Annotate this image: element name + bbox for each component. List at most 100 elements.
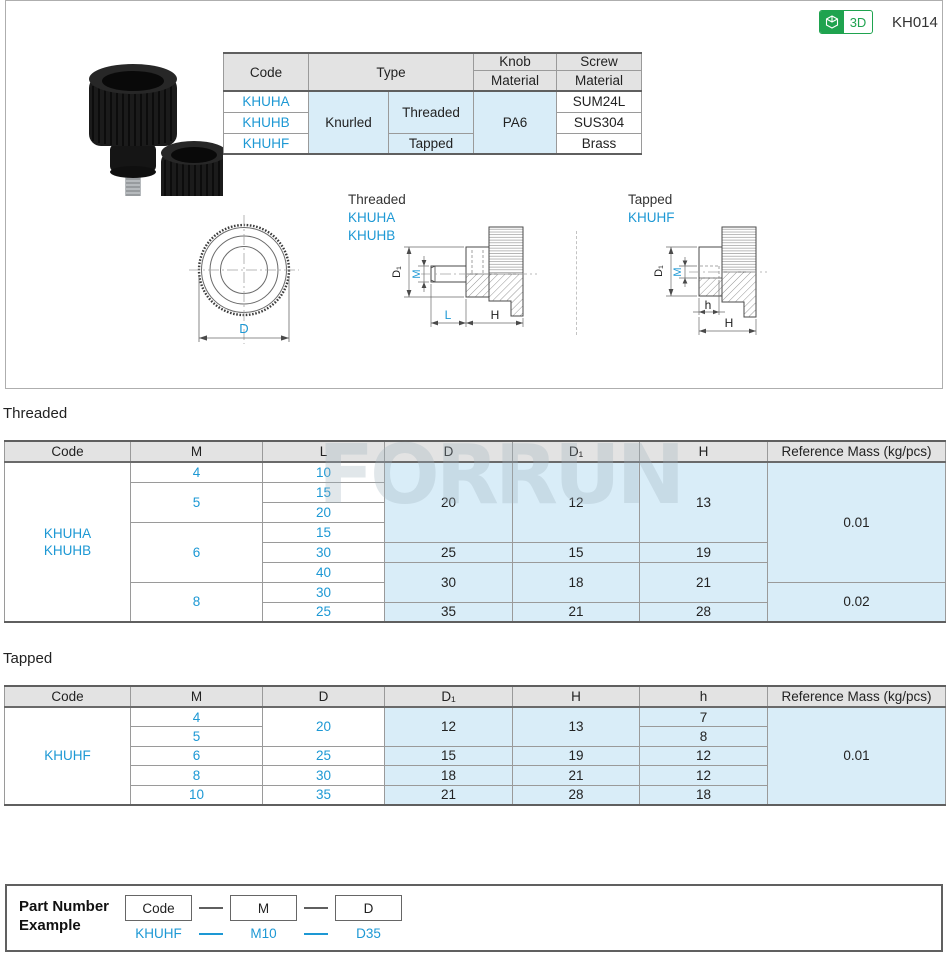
- code-khuhb[interactable]: KHUHB: [43, 543, 92, 558]
- th-code: Code: [4, 440, 131, 463]
- cell-mass: 0.02: [767, 581, 946, 623]
- top-overview-panel: 3D KH014 Code Type Knob Screw Material M…: [5, 0, 943, 389]
- tapped-side-view-drawing: D₁ M h H: [653, 226, 767, 335]
- spec-type-threaded: Threaded: [388, 90, 474, 134]
- table-row: 6 25 15 19 12: [5, 745, 946, 766]
- cell-l: 30: [262, 581, 385, 603]
- dim-label-L: L: [445, 308, 452, 322]
- cell-l: 25: [262, 601, 385, 623]
- pn-dash: [304, 907, 328, 909]
- cell-H: 13: [512, 706, 640, 747]
- tapped-code-cell[interactable]: KHUHF: [4, 706, 131, 805]
- dim-label-h: h: [705, 298, 712, 312]
- cell-d1: 21: [512, 601, 640, 623]
- table-row: 5 8: [5, 726, 946, 747]
- th-m: M: [130, 685, 263, 708]
- pn-field-m: M: [230, 895, 297, 921]
- spec-col-knob-material: Material: [473, 69, 557, 92]
- threaded-diagram-code[interactable]: KHUHB: [348, 228, 396, 243]
- th-l: L: [262, 440, 385, 463]
- cell-d: 35: [384, 601, 513, 623]
- cell-h: 8: [639, 726, 768, 747]
- front-view-drawing: D: [189, 215, 299, 344]
- spec-type-tapped: Tapped: [388, 132, 474, 155]
- spec-col-screw-material: Material: [556, 69, 642, 92]
- cell-H: 19: [639, 541, 768, 563]
- cell-l: 10: [262, 461, 385, 483]
- code-khuha[interactable]: KHUHA: [43, 526, 92, 541]
- th-d: D: [262, 685, 385, 708]
- th-d1: D₁: [384, 685, 513, 708]
- pn-value-code: KHUHF: [135, 926, 182, 941]
- cell-d: 35: [262, 784, 385, 805]
- th-mass: Reference Mass (kg/pcs): [767, 440, 946, 463]
- cell-d1: 12: [512, 461, 640, 543]
- cell-H: 21: [639, 561, 768, 603]
- table-row: 10: [5, 784, 946, 805]
- table-row: 25 35 21 28: [5, 601, 946, 623]
- cell-d1: 12: [384, 706, 513, 747]
- threaded-diagram-code[interactable]: KHUHA: [348, 210, 396, 225]
- pn-value-d: D35: [356, 926, 381, 941]
- threaded-side-view-drawing: D₁ M L H: [391, 226, 537, 327]
- spec-code-khuha[interactable]: KHUHA: [223, 90, 309, 113]
- table-row: 8 30 0.02: [5, 581, 946, 623]
- cell-h: 18: [639, 784, 768, 805]
- spec-code-khuhf[interactable]: KHUHF: [223, 132, 309, 155]
- cell-h: 7: [639, 706, 768, 727]
- pn-value-m: M10: [250, 926, 277, 941]
- spec-code-khuhb[interactable]: KHUHB: [223, 111, 309, 134]
- spec-col-screw: Screw: [556, 52, 642, 71]
- spec-col-type: Type: [308, 52, 474, 92]
- cell-h: 12: [639, 765, 768, 786]
- cell-m: 8: [130, 765, 263, 786]
- cell-d: 25: [262, 745, 385, 766]
- threaded-dimensions-table: Code M L D D₁ H Reference Mass (kg/pcs) …: [4, 440, 946, 623]
- spec-screw-material: Brass: [556, 132, 642, 155]
- spec-screw-material: SUS304: [556, 111, 642, 134]
- cell-m: 6: [130, 745, 263, 766]
- dim-label-D: D: [239, 321, 248, 336]
- cell-m: 8: [130, 581, 263, 623]
- cell-mass: 0.01: [767, 461, 946, 583]
- spec-col-knob: Knob: [473, 52, 557, 71]
- threaded-diagram-label: Threaded KHUHA KHUHB: [348, 191, 406, 245]
- view-3d-badge[interactable]: 3D: [819, 10, 873, 34]
- table-row: 8: [5, 765, 946, 786]
- cell-l: 40: [262, 561, 385, 583]
- cell-m: 4: [130, 706, 263, 727]
- cell-m: 5: [130, 726, 263, 747]
- cell-l: 20: [262, 501, 385, 523]
- dim-label-H: H: [725, 316, 734, 330]
- dim-label-D1: D₁: [653, 265, 665, 277]
- cell-m: 4: [130, 461, 263, 483]
- cell-H: 21: [512, 765, 640, 786]
- cube-3d-icon: [820, 11, 844, 33]
- tapped-dimensions-table: Code M D D₁ H h Reference Mass (kg/pcs) …: [4, 685, 946, 806]
- th-H: H: [639, 440, 768, 463]
- dim-label-M: M: [672, 267, 684, 276]
- cell-m: 6: [130, 521, 263, 583]
- cell-H: 28: [639, 601, 768, 623]
- dim-label-M: M: [411, 269, 423, 278]
- part-number-label-line1: Part Number: [19, 898, 110, 915]
- th-d1: D₁: [512, 440, 640, 463]
- cell-d1: 21: [384, 784, 513, 805]
- spec-knob-material: PA6: [473, 90, 557, 155]
- threaded-code-cell[interactable]: KHUHA KHUHB: [4, 461, 131, 623]
- th-d: D: [384, 440, 513, 463]
- part-number-example-label: Part Number Example: [19, 897, 109, 935]
- tapped-diagram-code[interactable]: KHUHF: [628, 210, 675, 225]
- product-photo-knurled-knobs: [89, 64, 223, 196]
- cell-d: 30: [262, 765, 385, 786]
- pn-field-code: Code: [125, 895, 192, 921]
- th-code: Code: [4, 685, 131, 708]
- cell-d1: 18: [512, 561, 640, 603]
- part-series-code: KH014: [892, 14, 938, 31]
- pn-field-d: D: [335, 895, 402, 921]
- table-row: 20: [5, 501, 946, 523]
- part-number-label-line2: Example: [19, 917, 81, 934]
- tapped-diagram-label: Tapped KHUHF: [628, 191, 675, 227]
- cell-H: 19: [512, 745, 640, 766]
- th-H: H: [512, 685, 640, 708]
